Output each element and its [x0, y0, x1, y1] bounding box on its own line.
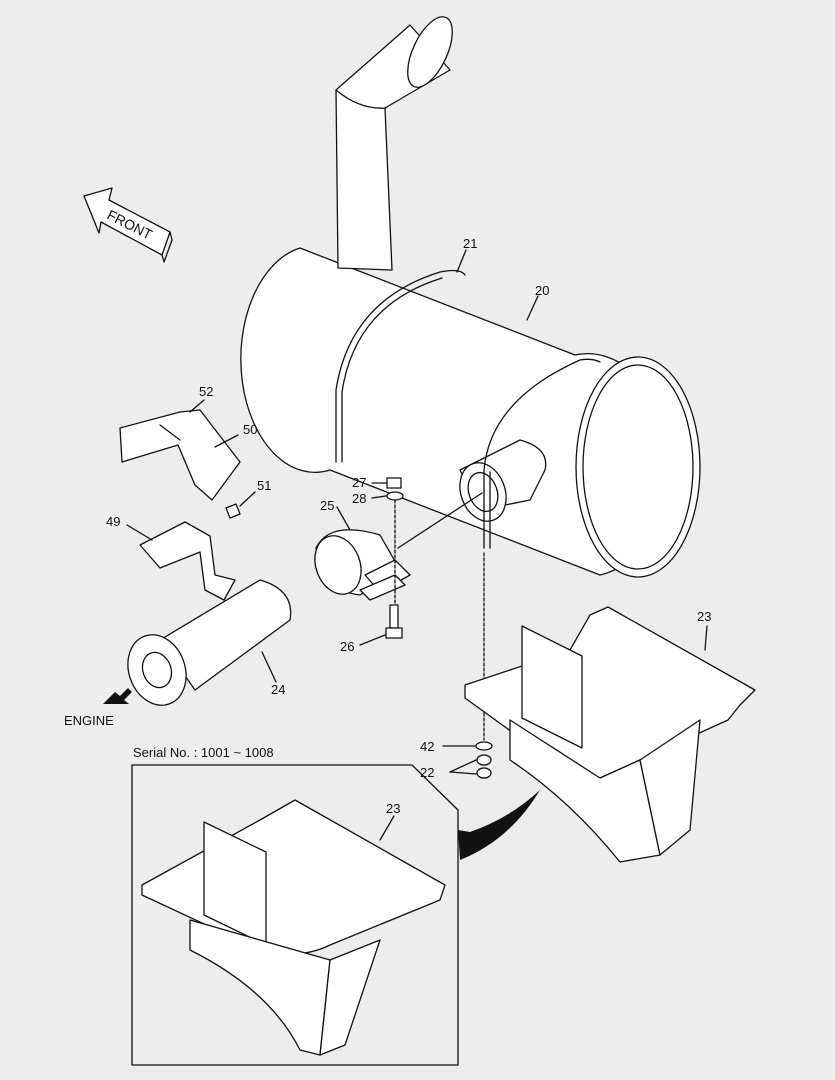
bolt-51 — [225, 503, 241, 519]
clamp — [314, 529, 411, 601]
label-part-23: 23 — [697, 609, 711, 624]
label-part-26: 26 — [340, 639, 354, 654]
label-part-51: 51 — [257, 478, 271, 493]
label-part-49: 49 — [106, 514, 120, 529]
leader-lines — [126, 249, 708, 841]
shield-bracket — [139, 521, 236, 601]
engine-arrow — [103, 688, 132, 704]
label-part-24: 24 — [271, 682, 285, 697]
label-part-25: 25 — [320, 498, 334, 513]
label-part-28: 28 — [352, 491, 366, 506]
label-part-52: 52 — [199, 384, 213, 399]
heat-shield — [119, 409, 241, 501]
inset-caption: Serial No. : 1001 ~ 1008 — [133, 745, 274, 760]
label-part-22: 22 — [420, 765, 434, 780]
serial-inset — [131, 764, 459, 1066]
label-part-21: 21 — [463, 236, 477, 251]
inset-label-part-23: 23 — [386, 801, 400, 816]
label-part-42: 42 — [420, 739, 434, 754]
inset-arrow — [458, 790, 540, 860]
bracket-support — [464, 606, 756, 863]
label-part-27: 27 — [352, 475, 366, 490]
label-part-50: 50 — [243, 422, 257, 437]
washer-and-nuts — [475, 741, 493, 779]
exhaust-pipe — [127, 579, 292, 706]
engine-label: ENGINE — [64, 713, 114, 728]
muffler — [240, 16, 701, 578]
front-direction-arrow: FRONT — [83, 187, 173, 263]
label-part-20: 20 — [535, 283, 549, 298]
bolt — [385, 604, 403, 639]
